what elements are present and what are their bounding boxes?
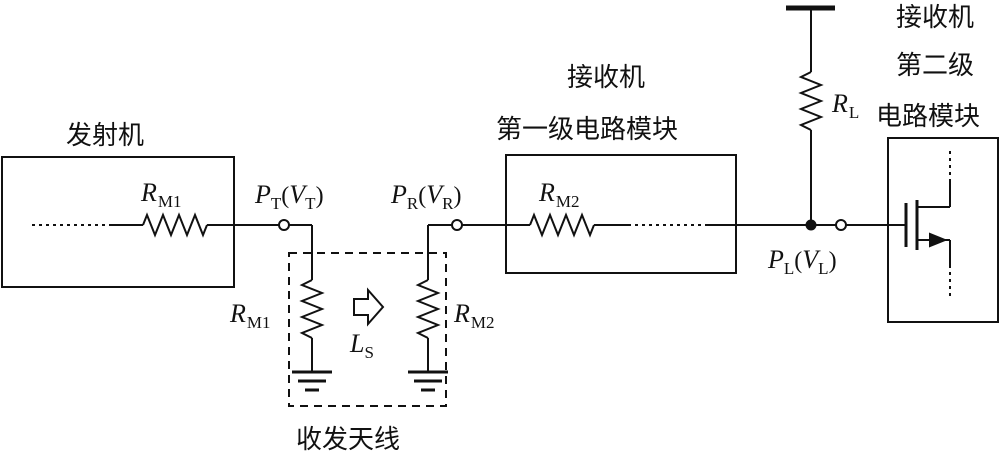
load-resistor-rl	[798, 71, 824, 131]
junction-dot	[805, 219, 817, 231]
receiver-stage2-label-line2: 第二级	[896, 51, 974, 81]
rl-label: RL	[831, 89, 859, 122]
ground-icon	[408, 370, 448, 392]
antenna-rm1-label: RM1	[229, 299, 271, 332]
ground-icon	[292, 370, 332, 392]
antenna-label: 收发天线	[296, 425, 400, 455]
receiver-stage2-label-line3: 电路模块	[876, 102, 980, 132]
receiver-stage2-box	[887, 137, 999, 323]
pt-vt-label: PT(VT)	[254, 180, 324, 213]
transmitter-label: 发射机	[66, 121, 144, 151]
transmitter-rm1-label: RM1	[140, 178, 182, 211]
terminal-pr	[451, 219, 463, 231]
signal-arrow-icon	[353, 287, 385, 327]
antenna-resistor-rm1	[299, 279, 325, 339]
pl-vl-label: PL(VL)	[767, 245, 837, 278]
ls-label: LS	[349, 329, 374, 362]
receiver-resistor-rm2	[529, 212, 595, 238]
receiver-stage2-label-line1: 接收机	[896, 3, 974, 33]
receiver-stage1-box	[505, 154, 737, 274]
terminal-pl	[835, 219, 847, 231]
receiver-stage1-label-line2: 第一级电路模块	[496, 115, 678, 145]
receiver-rm2-label: RM2	[538, 178, 580, 211]
terminal-pt	[278, 219, 290, 231]
transmitter-resistor-rm1	[142, 212, 208, 238]
antenna-resistor-rm2	[415, 279, 441, 339]
antenna-rm2-label: RM2	[453, 299, 495, 332]
pr-vr-label: PR(VR)	[390, 180, 461, 213]
transistor-icon	[904, 150, 951, 300]
transmitter-box	[1, 156, 235, 288]
receiver-stage1-label-line1: 接收机	[567, 63, 645, 93]
